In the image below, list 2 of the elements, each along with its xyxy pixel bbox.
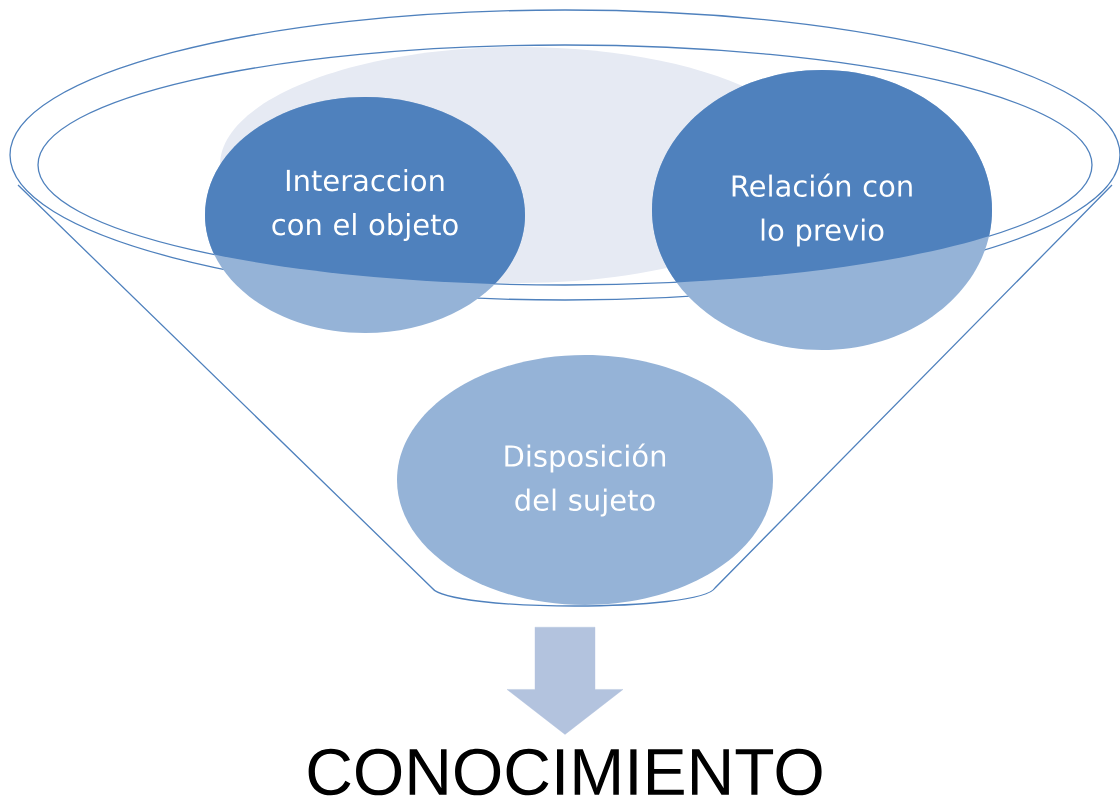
block-arrow	[506, 627, 624, 735]
result-text: CONOCIMIENTO	[308, 748, 822, 796]
